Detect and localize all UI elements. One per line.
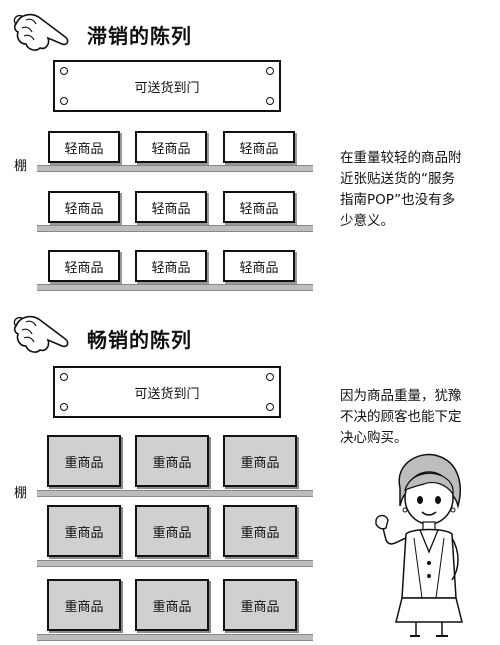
light-product: 轻商品: [135, 191, 207, 223]
section-title-fast: 畅销的陈列: [87, 328, 192, 352]
delivery-sign: 可送货到门: [53, 366, 281, 418]
heavy-product: 重商品: [223, 579, 297, 631]
light-product: 轻商品: [223, 191, 295, 223]
light-product: 轻商品: [135, 250, 207, 282]
sign-text: 可送货到门: [134, 386, 200, 402]
heavy-product: 重商品: [135, 435, 209, 487]
note-slow: 在重量较轻的商品附近张贴送货的“服务指南POP”也没有多少意义。: [340, 150, 462, 229]
light-product: 轻商品: [48, 250, 120, 282]
shelf-label: 棚: [14, 486, 28, 501]
sign-hole: [266, 97, 274, 105]
heavy-product: 重商品: [135, 505, 209, 557]
pointing-hand-icon: [13, 13, 69, 51]
light-product: 轻商品: [223, 250, 295, 282]
shelf-board: [37, 490, 313, 497]
shop-assistant-illustration: [375, 453, 463, 637]
delivery-sign: 可送货到门: [53, 60, 281, 112]
heavy-product: 重商品: [223, 505, 297, 557]
shelf-board: [37, 284, 313, 291]
shelf-label: 棚: [14, 159, 28, 174]
shelf-board: [37, 634, 313, 641]
sign-hole: [266, 373, 274, 381]
light-product: 轻商品: [48, 191, 120, 223]
section-title-slow: 滞销的陈列: [87, 24, 192, 48]
heavy-product: 重商品: [47, 505, 121, 557]
light-product: 轻商品: [223, 131, 295, 163]
sign-hole: [266, 403, 274, 411]
heavy-product: 重商品: [223, 435, 297, 487]
shelf-board: [37, 225, 313, 232]
sign-text: 可送货到门: [134, 80, 200, 96]
note-fast: 因为商品重量，犹豫不决的顾客也能下定决心购买。: [340, 388, 462, 446]
heavy-product: 重商品: [47, 435, 121, 487]
sign-hole: [266, 67, 274, 75]
sign-hole: [60, 403, 68, 411]
sign-hole: [60, 97, 68, 105]
shelf-board: [37, 560, 313, 567]
heavy-product: 重商品: [135, 579, 209, 631]
light-product: 轻商品: [135, 131, 207, 163]
sign-hole: [60, 373, 68, 381]
shelf-board: [37, 165, 313, 172]
light-product: 轻商品: [48, 131, 120, 163]
heavy-product: 重商品: [47, 579, 121, 631]
sign-hole: [60, 67, 68, 75]
pointing-hand-icon: [13, 315, 69, 353]
